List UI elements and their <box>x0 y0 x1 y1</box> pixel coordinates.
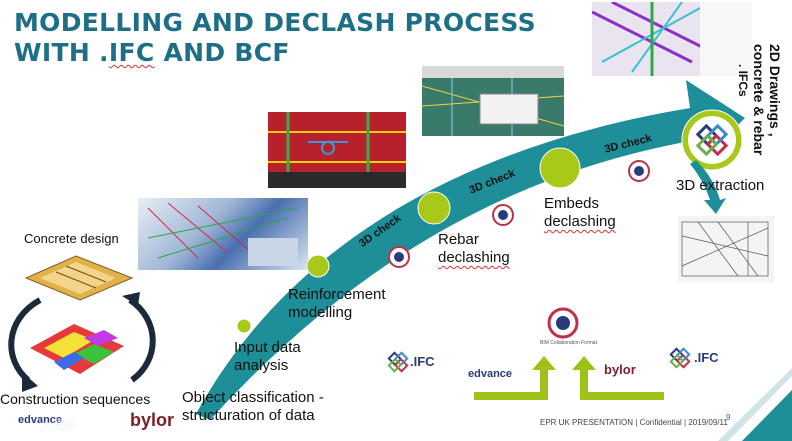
ifc-logo-large <box>695 123 729 157</box>
ifc-logo-icon <box>669 347 691 369</box>
label-construction-sequences: Construction sequences <box>0 391 151 407</box>
thumbnail-2d-drawing <box>678 216 774 282</box>
step-dot-input <box>236 318 252 334</box>
thumbnail-embeds-model <box>422 66 564 136</box>
title-line2: WITH .IFC AND BCF <box>14 38 290 67</box>
green-arrow-left <box>474 356 556 400</box>
ifc-logo-text: .IFC <box>694 350 719 365</box>
bylor-logo: bylor <box>604 362 636 377</box>
thumbnail-rebar-declash <box>268 112 406 188</box>
edvance-logo-small: edvance <box>18 414 63 426</box>
step-3d-extraction: 3D extraction <box>676 177 765 194</box>
watermark: 大图网 <box>40 418 77 432</box>
thumbnail-reinforcement-model <box>138 198 308 270</box>
ifc-logo-text: .IFC <box>410 354 435 369</box>
bcf-icon <box>492 204 514 226</box>
bcf-icon <box>388 246 410 268</box>
page-number: 9 <box>726 413 731 422</box>
step-dot-reinforcement <box>306 254 330 278</box>
page-title: MODELLING AND DECLASH PROCESS WITH .IFC … <box>14 8 574 68</box>
bcf-icon <box>628 160 650 182</box>
process-arrow <box>196 80 745 420</box>
thumbnail-concrete-design <box>16 248 138 304</box>
bylor-logo-small: bylor <box>130 410 175 430</box>
edvance-logo: edvance <box>468 368 513 380</box>
cycle-arrow-left <box>8 297 42 383</box>
title-line1: MODELLING AND DECLASH PROCESS <box>14 8 536 37</box>
bcf-logo-large <box>547 307 579 339</box>
thumbnail-construction-sequences <box>24 318 130 380</box>
drawings-arrow <box>690 160 726 214</box>
bcf-caption: BIM Collaboration Format <box>540 340 597 346</box>
footer-text: EPR UK PRESENTATION | Confidential | 201… <box>540 418 728 427</box>
step-dot-rebar <box>417 191 451 225</box>
thumbnail-3d-extraction <box>592 2 752 76</box>
cycle-arrow-right <box>128 297 156 383</box>
ifc-logo-icon <box>387 351 409 373</box>
corner-decoration <box>742 390 792 441</box>
step-object-classification: Object classification -structuration of … <box>182 389 324 424</box>
vertical-label-drawings: 2D Drawings , concrete & rebar . IFCs <box>736 44 783 156</box>
green-arrow-right <box>572 356 664 400</box>
label-concrete-design: Concrete design <box>24 231 119 246</box>
step-dot-embeds <box>539 147 581 189</box>
